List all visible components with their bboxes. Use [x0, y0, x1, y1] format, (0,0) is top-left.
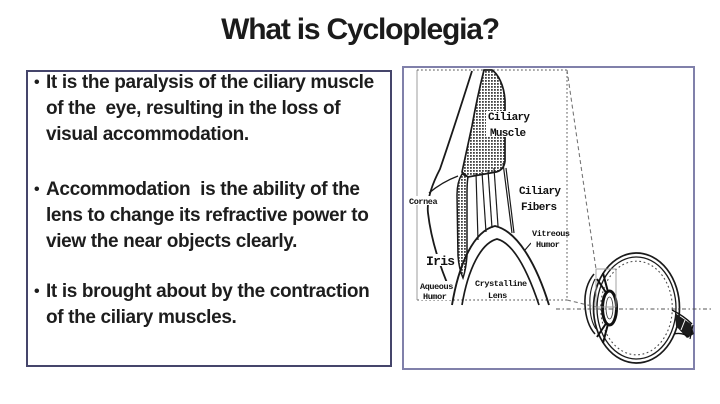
svg-text:Iris: Iris — [426, 254, 455, 269]
svg-text:Ciliary: Ciliary — [519, 186, 561, 198]
svg-text:Crystalline: Crystalline — [475, 279, 527, 289]
svg-text:Fibers: Fibers — [521, 202, 557, 214]
svg-text:Humor: Humor — [423, 292, 447, 302]
svg-text:Vitreous: Vitreous — [532, 229, 570, 239]
svg-text:Lens: Lens — [488, 291, 507, 301]
svg-text:Aqueous: Aqueous — [420, 282, 453, 292]
svg-text:Muscle: Muscle — [490, 128, 527, 140]
svg-text:Humor: Humor — [536, 240, 560, 250]
svg-text:Ciliary: Ciliary — [488, 112, 530, 124]
svg-text:Cornea: Cornea — [409, 197, 438, 207]
